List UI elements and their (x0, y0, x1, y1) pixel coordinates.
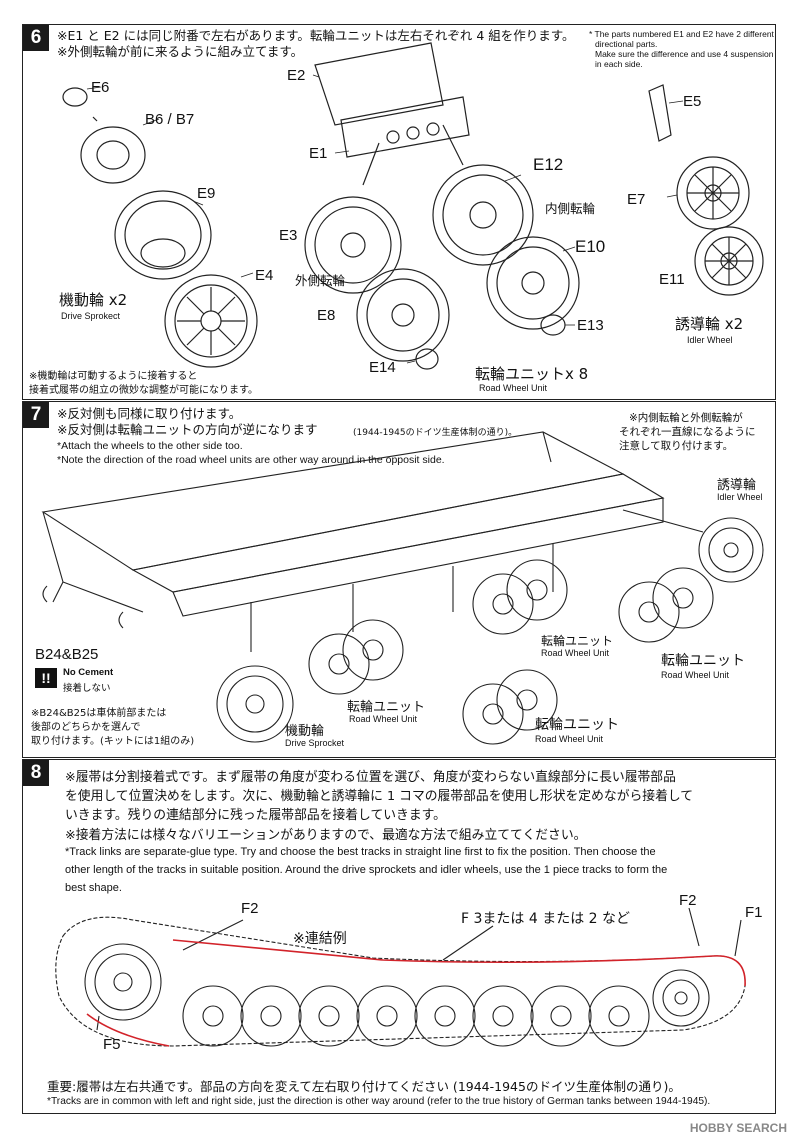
en-note: best shape. (65, 882, 122, 894)
part-label-e6: E6 (91, 79, 110, 96)
part-label-e8: E8 (317, 307, 336, 324)
road-wheel-unit-sub: Road Wheel Unit (479, 383, 548, 393)
sprocket-label: 機動輪 x2 (59, 291, 128, 309)
part-label-e12: E12 (533, 155, 564, 174)
alignment-note: ※内側転輪と外側転輪が (629, 412, 743, 424)
part-label-e11: E11 (659, 271, 685, 288)
road-wheel-unit-label: 転輪ユニット (541, 634, 614, 648)
part-label-e13: E13 (577, 317, 604, 334)
sprocket-sub: Drive Sprocket (285, 738, 345, 748)
road-wheel-unit-sub: Road Wheel Unit (541, 648, 610, 658)
part-label-e2: E2 (287, 67, 306, 84)
idler-label: 誘導輪 x2 (675, 315, 744, 333)
alignment-note: 注意して取り付けます。 (619, 440, 734, 452)
road-wheel-unit-label: 転輪ユニット (661, 653, 745, 669)
part-label-e14: E14 (369, 359, 396, 376)
sprocket-sub: Drive Sprokect (61, 311, 121, 321)
important-note-en: *Tracks are in common with left and righ… (47, 1096, 711, 1107)
step-number: 7 (23, 402, 49, 428)
track-label-f2: F2 (241, 900, 259, 917)
step-note: ※履帯は分割接着式です。まず履帯の角度が変わる位置を選び、角度が変わらない直線部… (65, 770, 676, 785)
step-number: 8 (23, 760, 49, 786)
en-note: *Track links are separate-glue type. Try… (65, 846, 656, 858)
part-label-e7: E7 (627, 191, 646, 208)
step-note: いきます。残りの連結部分に残った履帯部品を接着していきます。 (65, 808, 446, 823)
road-wheel-unit-sub: Road Wheel Unit (535, 734, 604, 744)
step-7-illustration (41, 431, 764, 745)
step-note: ※反対側も同様に取り付けます。 (57, 406, 242, 421)
step-note: ※接着方法には様々なバリエーションがありますので、最適な方法で組み立ててください… (65, 828, 587, 843)
b24-note: 取り付けます。(キットには1組のみ) (31, 736, 195, 747)
track-label-f2: F2 (679, 892, 697, 909)
road-wheel-unit-label: 転輪ユニット (347, 700, 426, 715)
part-label-e4: E4 (255, 267, 274, 284)
step-number: 6 (23, 25, 49, 51)
part-label-e3: E3 (279, 227, 298, 244)
no-cement-label-jp: 接着しない (63, 683, 111, 694)
step-note: ※外側転輪が前に来るように組み立てます。 (57, 44, 304, 59)
alignment-note: それぞれ一直線になるように (619, 426, 756, 438)
linking-example-label: ※連結例 (293, 931, 347, 947)
en-note: *Attach the wheels to the other side too… (57, 440, 243, 452)
important-note: 重要:履帯は左右共通です。部品の方向を変えて左右取り付けてください (1944-… (47, 1079, 681, 1094)
track-label-f5: F5 (103, 1036, 121, 1053)
idler-sub: Idler Wheel (717, 492, 763, 502)
part-label-e9: E9 (197, 185, 216, 202)
sprocket-note: 接着式履帯の組立の微妙な調整が可能になります。 (29, 385, 258, 396)
b24-note: 後部のどちらかを選んで (31, 722, 141, 733)
step-note: を使用して位置決めをします。次に、機動輪と誘導輪に 1 コマの履帯部品を使用し形… (65, 789, 694, 804)
part-label-e10: E10 (575, 237, 606, 256)
road-wheel-unit-sub: Road Wheel Unit (661, 670, 730, 680)
step-8-panel: 8 ※履帯は分割接着式です。まず履帯の角度が変わる位置を選び、角度が変わらない直… (22, 759, 776, 1114)
en-note: Make sure the difference and use 4 suspe… (595, 49, 776, 59)
road-wheel-unit-sub: Road Wheel Unit (349, 714, 418, 724)
inner-wheel-label: 内側転輪 (545, 201, 596, 216)
step-note-small: (1944-1945のドイツ生産体制の通り)。 (353, 428, 518, 438)
sprocket-label: 機動輪 (285, 724, 325, 739)
no-cement-icon: !! (35, 668, 57, 688)
part-label-b6-b7: B6 / B7 (145, 111, 195, 128)
part-label-e5: E5 (683, 93, 702, 110)
en-note: other length of the tracks in suitable p… (65, 864, 668, 876)
track-diagram (55, 907, 746, 1047)
no-cement-label: No Cement (63, 667, 114, 678)
step-6-panel: 6 ※E1 と E2 には同じ附番で左右があります。転輪ユニットは左右それぞれ … (22, 24, 776, 400)
sprocket-note: ※機動輪は可動するように接着すると (29, 371, 198, 382)
road-wheel-unit-label: 転輪ユニットx 8 (475, 365, 589, 383)
part-label-e1: E1 (309, 145, 328, 162)
part-label-b24-b25: B24&B25 (35, 646, 99, 663)
watermark: HOBBY SEARCH (689, 1121, 787, 1135)
outer-wheel-label: 外側転輪 (295, 273, 346, 288)
step-note: ※E1 と E2 には同じ附番で左右があります。転輪ユニットは左右それぞれ 4 … (57, 28, 575, 43)
en-note: * The parts numbered E1 and E2 have 2 di… (589, 29, 774, 39)
track-label-f3: F 3または 4 または 2 など (461, 911, 631, 927)
step-note: ※反対側は転輪ユニットの方向が逆になります (57, 422, 318, 437)
step-6-illustration (62, 42, 764, 370)
step-7-panel: 7 ※反対側も同様に取り付けます。 ※反対側は転輪ユニットの方向が逆になります … (22, 401, 776, 758)
track-label-f1: F1 (745, 904, 763, 921)
en-note: directional parts. (595, 39, 658, 49)
idler-label: 誘導輪 (717, 478, 757, 493)
road-wheel-unit-label: 転輪ユニット (535, 717, 619, 733)
b24-note: ※B24&B25は車体前部または (31, 708, 167, 719)
idler-sub: Idler Wheel (687, 335, 733, 345)
en-note: in each side. (595, 59, 643, 69)
